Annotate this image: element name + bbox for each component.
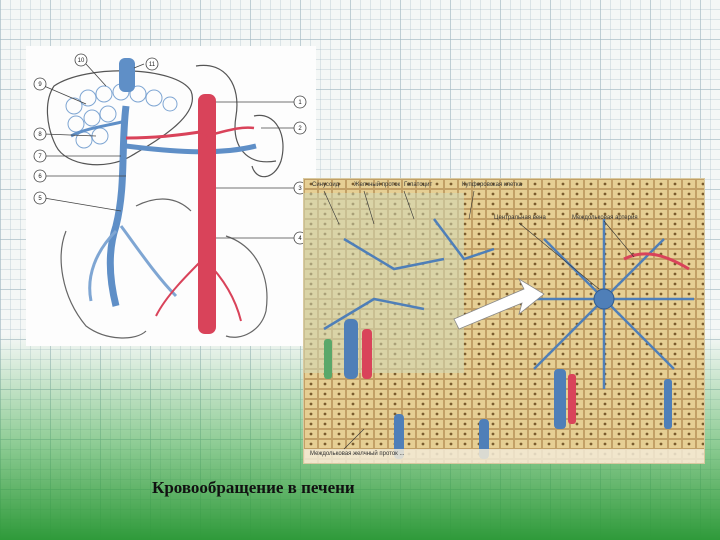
callout-circle: [74, 53, 88, 67]
mesenteric-vein: [119, 225, 178, 298]
lobule-circle: [95, 85, 113, 103]
lobule-circle: [83, 109, 101, 127]
label-bottom: Междольковая желчный проток ...: [310, 451, 405, 457]
callout-number: 10: [78, 58, 85, 64]
vena-cava: [119, 58, 135, 92]
callout-number: 7: [38, 154, 42, 160]
intestine-outline: [60, 230, 147, 339]
lobule-circle: [67, 115, 85, 133]
leader-line: [43, 197, 122, 212]
bottom-label-strip: [304, 449, 704, 463]
mesenteric-vein-2: [88, 229, 118, 302]
label-leaders: [323, 190, 635, 290]
spleen-outline: [251, 114, 284, 178]
callout-number: 2: [298, 126, 302, 132]
lobule-circle: [162, 96, 178, 112]
liver-lobule-illustration: Синусоид Желчный проток Гепатоцит Купфер…: [303, 178, 705, 464]
portal-vein-vessel-2: [554, 369, 566, 429]
leader-line: [85, 63, 107, 87]
callout-number: 11: [149, 62, 156, 68]
label-interlobular-artery: Междольковая артерия: [572, 215, 638, 221]
callout-circle: [33, 149, 47, 163]
lobule-circle: [99, 105, 117, 123]
callout-number: 1: [298, 100, 302, 106]
callout-number: 5: [38, 196, 42, 202]
callout-circle: [293, 95, 307, 109]
callout-number: 8: [38, 132, 42, 138]
mesenteric-artery-2: [205, 260, 242, 322]
hepatic-artery-vessel: [362, 329, 372, 379]
lobule-circle: [79, 89, 97, 107]
aorta: [198, 94, 216, 334]
intestine-outline-2: [225, 235, 268, 338]
callout-number: 4: [298, 236, 302, 242]
label-hepatocyte: Гепатоцит: [404, 182, 433, 188]
artery-vessel-2: [568, 374, 576, 424]
bile-duct-vessel: [324, 339, 332, 379]
callout-number: 3: [298, 186, 302, 192]
label-central-vein: Центральная вена: [494, 215, 546, 221]
label-kupffer-cell: Купферовская клетка: [462, 182, 522, 188]
hepatic-artery: [125, 129, 207, 140]
callout-number: 9: [38, 82, 42, 88]
callout-circle: [145, 57, 159, 71]
mesenteric-artery: [155, 255, 207, 317]
slide-caption: Кровообращение в печени: [152, 478, 355, 497]
splenic-artery: [205, 126, 255, 138]
liver-schematic-svg: 10 11 9 1 2 8 7 6 3 5 4: [33, 53, 307, 339]
portal-vein-vessel-3: [394, 414, 404, 459]
lobule-circle: [65, 97, 83, 115]
portal-vein-vessel-5: [664, 379, 672, 429]
portal-branch: [70, 119, 127, 138]
central-vein: [593, 288, 615, 310]
lobule-circle: [145, 89, 163, 107]
callout-circle: [33, 127, 47, 141]
leader-line: [43, 133, 97, 137]
bottom-leader: [343, 428, 365, 450]
intestine-outline-3: [135, 198, 192, 212]
splenic-vein: [125, 143, 257, 155]
lobule-circle: [75, 131, 93, 149]
label-bile-duct: Желчный проток: [354, 182, 401, 188]
liver-lobule-svg: [304, 179, 704, 463]
portal-vein: [106, 105, 130, 307]
callout-circle: [33, 191, 47, 205]
sinusoids: [323, 218, 694, 389]
callout-circle: [293, 121, 307, 135]
lobule-circle: [129, 85, 147, 103]
callout-circle: [33, 77, 47, 91]
portal-vein-vessel: [344, 319, 358, 379]
magnification-arrow: [453, 277, 545, 330]
callout-number: 6: [38, 174, 42, 180]
label-sinusoid: Синусоид: [312, 182, 340, 188]
liver-schematic-diagram: 10 11 9 1 2 8 7 6 3 5 4: [26, 46, 316, 346]
stomach-outline: [195, 64, 277, 163]
interlobular-artery: [623, 252, 690, 271]
leader-line: [43, 85, 87, 105]
callout-circle: [33, 169, 47, 183]
leader-line: [133, 63, 145, 69]
